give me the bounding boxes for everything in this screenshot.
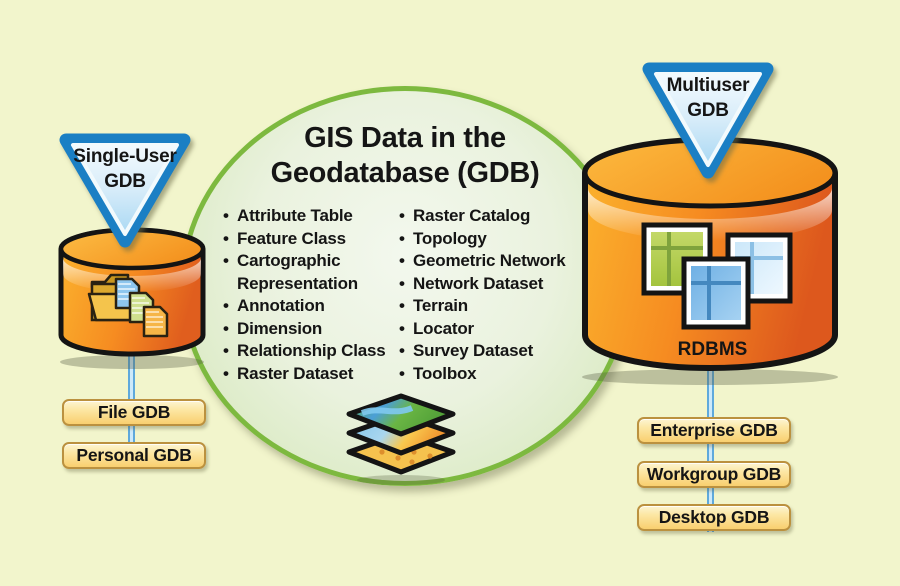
workgroup-gdb-box: Workgroup GDB xyxy=(637,461,791,488)
bullet-icon: • xyxy=(223,296,229,315)
list-item-label: Geometric Network xyxy=(413,251,566,270)
bullet-icon: • xyxy=(399,296,405,315)
bullet-icon: • xyxy=(223,363,229,383)
list-item-label: Toolbox xyxy=(413,363,477,383)
funnel-label-line1: Multiuser xyxy=(666,75,750,96)
rdbms-text: RDBMS xyxy=(677,339,748,360)
gdb-item-list-right: • Raster Catalog • Topology • Geometric Net… xyxy=(399,205,587,385)
single-user-gdb-cylinder xyxy=(52,222,212,372)
list-item: • Network Dataset xyxy=(399,273,587,296)
list-item-label: Survey Dataset xyxy=(413,341,534,360)
workgroup-gdb-label: Workgroup GDB xyxy=(646,464,782,484)
bullet-icon: • xyxy=(223,341,229,360)
list-item-label: Network Dataset xyxy=(413,273,544,293)
enterprise-gdb-box: Enterprise GDB xyxy=(637,417,791,444)
single-user-funnel-label: Single-User GDB xyxy=(50,144,200,194)
map-layers-icon xyxy=(342,390,460,486)
database-tables-icon xyxy=(641,222,793,330)
funnel-label-line1: Single-User xyxy=(73,146,177,167)
list-item-label: Topology xyxy=(413,228,487,248)
bullet-icon: • xyxy=(399,273,405,293)
list-item-label: Dimension xyxy=(237,318,323,338)
list-item: • Annotation xyxy=(223,295,393,318)
list-item: • Cartographic Representation xyxy=(223,250,393,295)
list-item: • Topology xyxy=(399,228,587,251)
rdbms-label: RDBMS xyxy=(640,339,785,361)
list-item: • Dimension xyxy=(223,318,393,341)
list-item-label: Raster Dataset xyxy=(237,363,354,383)
list-item-label: Raster Catalog xyxy=(413,206,531,225)
desktop-gdb-box: Desktop GDB xyxy=(637,504,791,531)
diagram-title-line2: Geodatabase (GDB) xyxy=(270,157,540,189)
funnel-label-line2: GDB xyxy=(687,100,729,121)
bullet-icon: • xyxy=(223,251,229,270)
list-item: • Raster Catalog xyxy=(399,205,587,228)
list-item: • Toolbox xyxy=(399,363,587,386)
list-item-label: Annotation xyxy=(237,296,325,315)
list-item: • Attribute Table xyxy=(223,205,393,228)
list-item-label: Attribute Table xyxy=(237,206,353,225)
personal-gdb-label: Personal GDB xyxy=(76,445,192,465)
bullet-icon: • xyxy=(223,206,229,225)
multiuser-gdb-cylinder xyxy=(578,133,842,388)
list-item: • Terrain xyxy=(399,295,587,318)
gdb-item-list-left: • Attribute Table • Feature Class • Cartogr… xyxy=(223,205,393,385)
list-item: • Locator xyxy=(399,318,587,341)
funnel-label-line2: GDB xyxy=(104,171,146,192)
desktop-gdb-label: Desktop GDB xyxy=(658,507,770,527)
list-item: • Geometric Network xyxy=(399,250,587,273)
list-item-label: Feature Class xyxy=(237,228,346,248)
file-gdb-label: File GDB xyxy=(97,402,171,422)
list-item-label: Locator xyxy=(413,318,474,338)
bullet-icon: • xyxy=(399,206,405,225)
diagram-title: GIS Data in the Geodatabase (GDB) xyxy=(185,121,625,191)
multiuser-funnel-label: Multiuser GDB xyxy=(632,73,784,123)
bullet-icon: • xyxy=(399,318,405,338)
list-item: • Raster Dataset xyxy=(223,363,393,386)
list-item-label: Terrain xyxy=(413,296,468,315)
bullet-icon: • xyxy=(399,251,405,270)
bullet-icon: • xyxy=(399,228,405,248)
file-gdb-box: File GDB xyxy=(62,399,206,426)
list-item: • Relationship Class xyxy=(223,340,393,363)
personal-gdb-box: Personal GDB xyxy=(62,442,206,469)
right-connector-line xyxy=(707,368,714,532)
folder-documents-icon xyxy=(87,273,169,338)
bullet-icon: • xyxy=(223,318,229,338)
multiuser-funnel: Multiuser GDB xyxy=(632,56,784,190)
list-item: • Feature Class xyxy=(223,228,393,251)
list-item-label: Relationship Class xyxy=(237,341,386,360)
bullet-icon: • xyxy=(399,341,405,360)
bullet-icon: • xyxy=(399,363,405,383)
enterprise-gdb-label: Enterprise GDB xyxy=(650,420,778,440)
single-user-funnel: Single-User GDB xyxy=(50,127,200,259)
list-item: • Survey Dataset xyxy=(399,340,587,363)
diagram-title-line1: GIS Data in the xyxy=(304,122,506,154)
list-item-label: Cartographic Representation xyxy=(237,251,358,293)
bullet-icon: • xyxy=(223,228,229,248)
